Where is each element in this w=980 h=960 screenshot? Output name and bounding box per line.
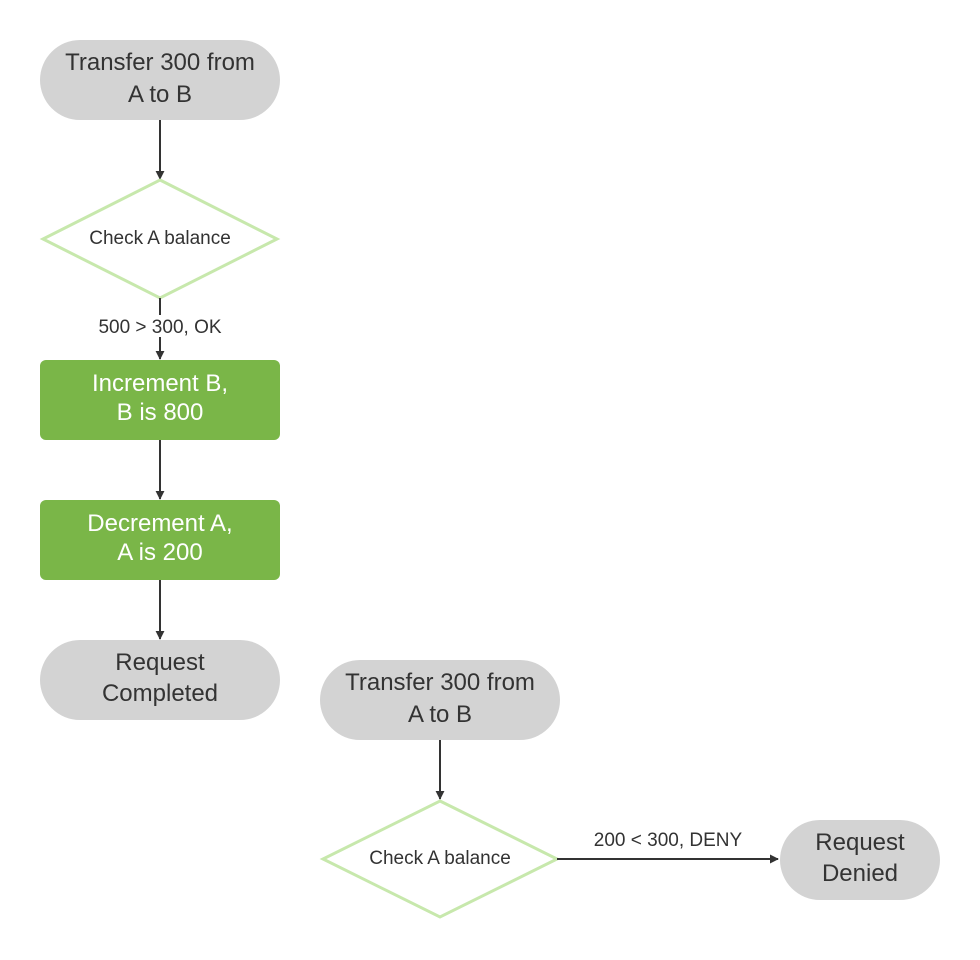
completed-end-terminal: Request Completed bbox=[40, 640, 280, 720]
denied-decision-shape bbox=[319, 799, 561, 919]
completed-decision-label: Check A balance bbox=[89, 228, 231, 249]
completed-step-decrement: Decrement A, A is 200 bbox=[40, 500, 280, 580]
denied-end-shape bbox=[780, 820, 940, 900]
completed-step-decrement-line2: A is 200 bbox=[117, 539, 202, 566]
completed-step-increment: Increment B, B is 800 bbox=[40, 360, 280, 440]
completed-step-decrement-shape bbox=[40, 500, 280, 580]
denied-start-terminal: Transfer 300 from A to B bbox=[320, 660, 560, 740]
completed-end-line2: Completed bbox=[102, 680, 218, 707]
completed-start-shape bbox=[40, 40, 280, 120]
completed-step-increment-line1: Increment B, bbox=[92, 370, 228, 397]
denied-decision-edge-label: 200 < 300, DENY bbox=[594, 830, 743, 851]
completed-decision: Check A balance bbox=[39, 178, 281, 300]
completed-start-line2: A to B bbox=[128, 81, 192, 108]
completed-step-increment-shape bbox=[40, 360, 280, 440]
denied-end-terminal: Request Denied bbox=[780, 820, 940, 900]
denied-decision: Check A balance bbox=[319, 799, 561, 919]
completed-start-terminal: Transfer 300 from A to B bbox=[40, 40, 280, 120]
denied-start-line2: A to B bbox=[408, 701, 472, 728]
denied-end-line1: Request bbox=[815, 829, 905, 856]
denied-start-line1: Transfer 300 from bbox=[345, 669, 535, 696]
completed-step-increment-line2: B is 800 bbox=[117, 399, 204, 426]
completed-end-line1: Request bbox=[115, 649, 205, 676]
denied-start-shape bbox=[320, 660, 560, 740]
completed-start-line1: Transfer 300 from bbox=[65, 49, 255, 76]
completed-decision-edge-label: 500 > 300, OK bbox=[98, 317, 221, 338]
denied-end-line2: Denied bbox=[822, 860, 898, 887]
completed-end-shape bbox=[40, 640, 280, 720]
denied-decision-label: Check A balance bbox=[369, 848, 511, 869]
completed-step-decrement-line1: Decrement A, bbox=[87, 510, 232, 537]
